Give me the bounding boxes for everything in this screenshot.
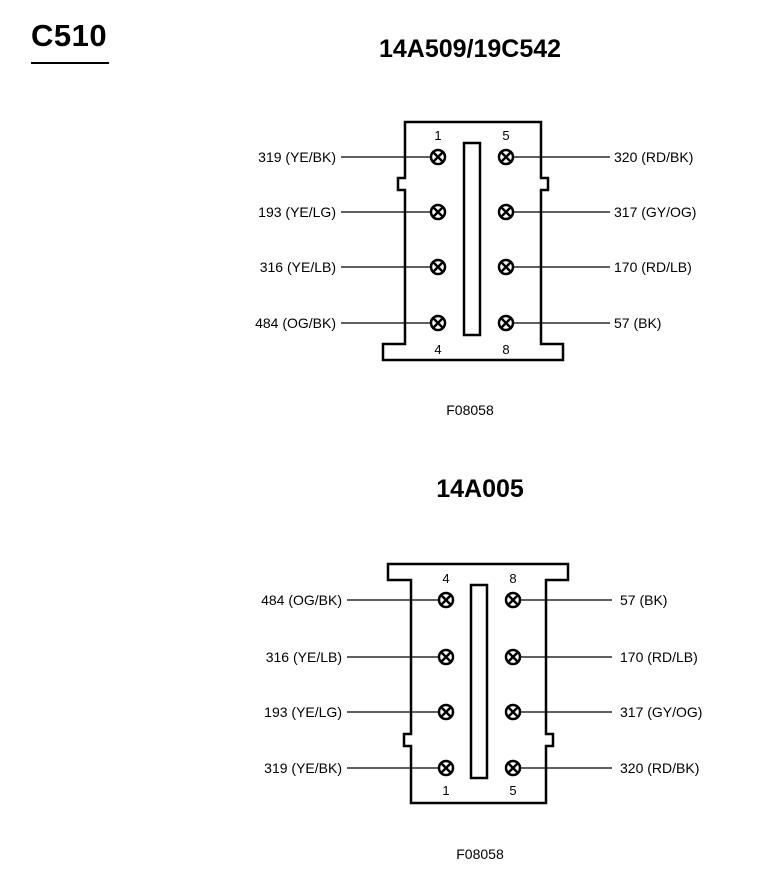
connector-2: 4 8 1 5 [261, 562, 702, 805]
connector-2-wire-label-right: 57 (BK) [620, 592, 667, 608]
pin-terminal-icon [497, 314, 515, 332]
connector-2-center-key [469, 583, 489, 780]
page-title-underline [31, 62, 109, 64]
connector-2-wire-label-left: 193 (YE/LG) [264, 704, 342, 720]
connector-1-wire-label-right: 170 (RD/LB) [614, 259, 692, 275]
page-title: C510 [31, 18, 108, 53]
connector-2-wire-label-left: 319 (YE/BK) [264, 760, 342, 776]
pin-terminal-icon [497, 148, 515, 166]
connector-1-pin-number-bottom-left: 4 [434, 342, 441, 357]
connector-1: 1 5 4 8 [255, 120, 696, 362]
connector-1-pin-number-bottom-right: 8 [502, 342, 509, 357]
connector-2-pin-number-bottom-left: 1 [442, 783, 449, 798]
connector-2-wire-label-right: 317 (GY/OG) [620, 704, 702, 720]
connector-1-wire-label-right: 317 (GY/OG) [614, 204, 696, 220]
connector-1-title: 14A509/19C542 [378, 35, 562, 63]
connector-1-pin-number-top-left: 1 [434, 128, 441, 143]
connector-1-wire-label-left: 484 (OG/BK) [255, 315, 336, 331]
connector-1-pin-number-top-right: 5 [502, 128, 509, 143]
connector-2-housing [386, 562, 570, 805]
connector-1-wire-label-left: 319 (YE/BK) [258, 149, 336, 165]
connector-2-wire-label-left: 484 (OG/BK) [261, 592, 342, 608]
pin-terminal-icon [429, 314, 447, 332]
pin-terminal-icon [437, 648, 455, 666]
connector-2-wire-label-left: 316 (YE/LB) [266, 649, 342, 665]
connector-2-figure-id: F08058 [456, 846, 504, 862]
pin-terminal-icon [437, 759, 455, 777]
connector-1-housing [381, 120, 565, 362]
pin-terminal-icon [504, 703, 522, 721]
connector-2-pins [437, 591, 522, 777]
connector-1-center-key [462, 141, 482, 337]
connector-1-wire-label-right: 320 (RD/BK) [614, 149, 693, 165]
connector-2-pin-number-bottom-right: 5 [509, 783, 516, 798]
pin-terminal-icon [429, 148, 447, 166]
connector-1-wire-label-left: 316 (YE/LB) [260, 259, 336, 275]
connector-2-wire-label-right: 170 (RD/LB) [620, 649, 698, 665]
pin-terminal-icon [504, 759, 522, 777]
pin-terminal-icon [504, 591, 522, 609]
pin-terminal-icon [497, 203, 515, 221]
connector-2-title: 14A005 [436, 475, 524, 503]
pin-terminal-icon [429, 258, 447, 276]
connector-1-figure-id: F08058 [446, 402, 494, 418]
connector-1-wire-label-left: 193 (YE/LG) [258, 204, 336, 220]
connector-2-wire-label-right: 320 (RD/BK) [620, 760, 699, 776]
pin-terminal-icon [504, 648, 522, 666]
connector-1-pins [429, 148, 515, 332]
connector-2-pin-number-top-right: 8 [509, 571, 516, 586]
pin-terminal-icon [437, 591, 455, 609]
pin-terminal-icon [429, 203, 447, 221]
connector-2-pin-number-top-left: 4 [442, 571, 449, 586]
pin-terminal-icon [437, 703, 455, 721]
pin-terminal-icon [497, 258, 515, 276]
connector-1-wire-label-right: 57 (BK) [614, 315, 661, 331]
